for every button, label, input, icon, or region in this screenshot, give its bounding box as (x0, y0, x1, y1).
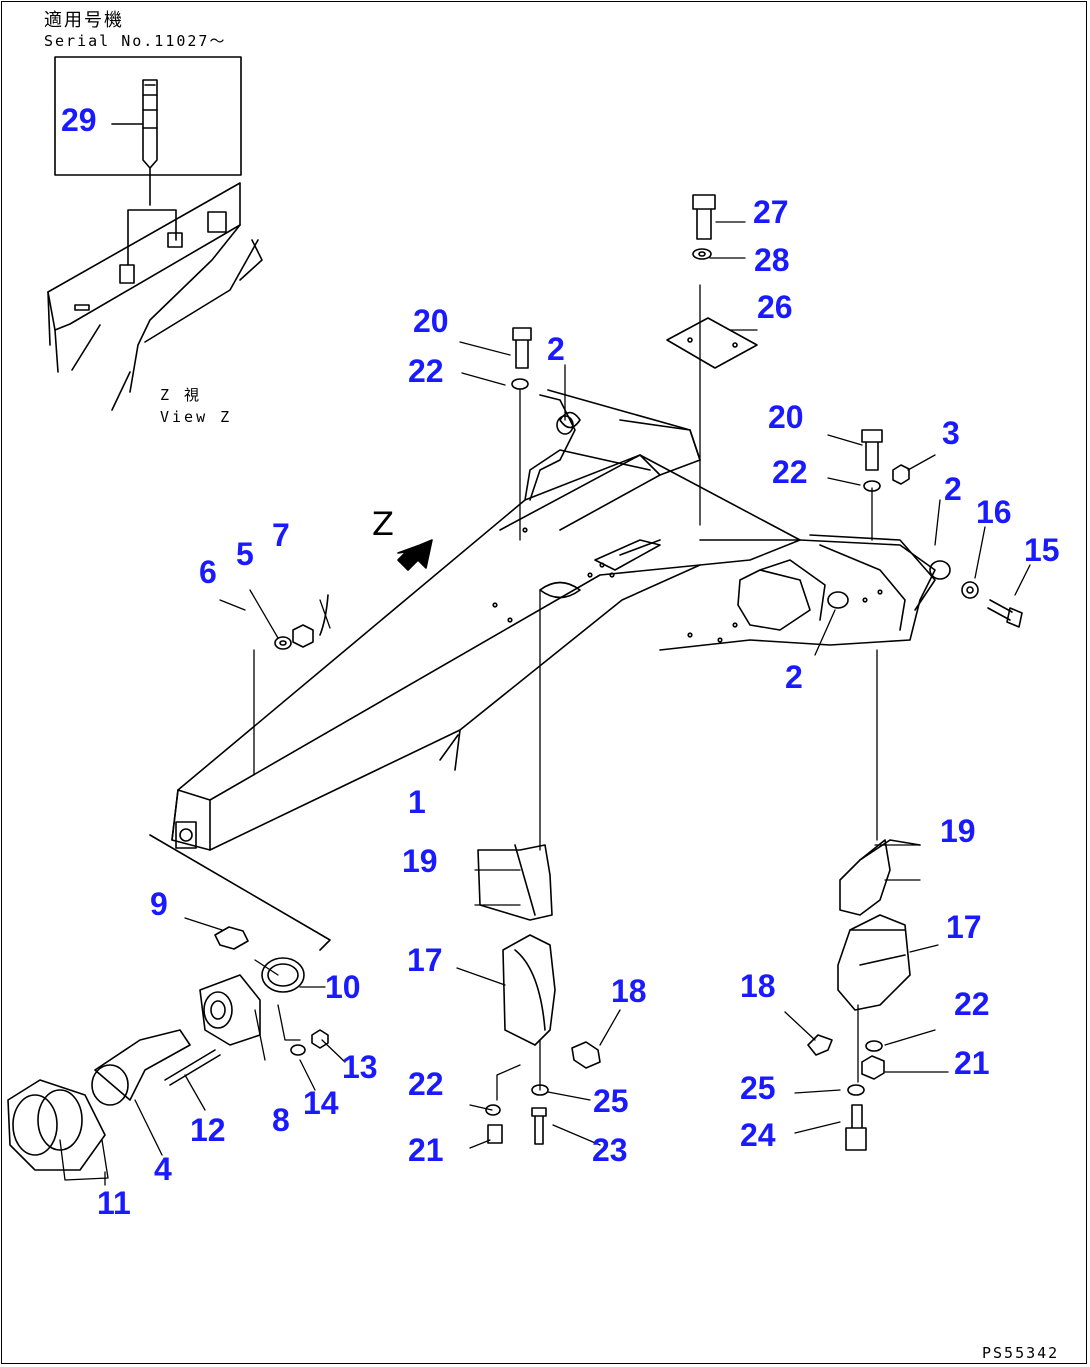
callout-28: 28 (754, 242, 790, 278)
callout-26: 26 (757, 289, 793, 325)
callout-2: 2 (547, 331, 565, 367)
callout-21: 21 (408, 1132, 444, 1168)
callout-8: 8 (272, 1102, 290, 1138)
leader-lines (60, 222, 1030, 1185)
callout-6: 6 (199, 554, 217, 590)
callout-17: 17 (946, 909, 982, 945)
callout-21: 21 (954, 1045, 990, 1081)
callout-2: 2 (944, 471, 962, 507)
callout-27: 27 (753, 194, 789, 230)
callout-20: 20 (768, 399, 804, 435)
callout-10: 10 (325, 969, 361, 1005)
callout-19: 19 (402, 843, 438, 879)
inset-box (55, 57, 241, 175)
callout-18: 18 (611, 973, 647, 1009)
drawing-code: PS55342 (982, 1344, 1060, 1362)
callout-23: 23 (592, 1132, 628, 1168)
bolts-and-washers (8, 195, 1022, 1170)
pin-29-drawing (112, 80, 176, 265)
callout-17: 17 (407, 942, 443, 978)
callout-14: 14 (303, 1085, 339, 1121)
callout-25: 25 (593, 1083, 629, 1119)
callout-3: 3 (942, 415, 960, 451)
callout-22: 22 (772, 454, 808, 490)
callout-22: 22 (954, 986, 990, 1022)
view-z-arrow (398, 540, 432, 570)
callout-19: 19 (940, 813, 976, 849)
callout-11: 11 (97, 1185, 131, 1221)
callout-29: 29 (61, 102, 97, 138)
callout-12: 12 (190, 1112, 226, 1148)
view-z-frame-detail (48, 183, 262, 410)
callout-13: 13 (342, 1049, 378, 1085)
view-label-jp: Z 視 (160, 386, 203, 404)
callout-16: 16 (976, 494, 1012, 530)
callout-9: 9 (150, 886, 168, 922)
callout-4: 4 (154, 1151, 172, 1187)
serial-label-jp: 適用号機 (44, 10, 124, 31)
view-arrow-letter: Z (372, 505, 394, 543)
callout-20: 20 (413, 303, 449, 339)
callout-5: 5 (236, 536, 254, 572)
callout-2: 2 (785, 659, 803, 695)
callout-22: 22 (408, 1066, 444, 1102)
callout-18: 18 (740, 968, 776, 1004)
serial-label-en: Serial No.11027～ (44, 32, 227, 50)
view-label-en: View Z (160, 408, 233, 426)
callout-25: 25 (740, 1070, 776, 1106)
callout-22: 22 (408, 353, 444, 389)
main-frame-1 (150, 390, 950, 950)
callout-7: 7 (272, 517, 290, 553)
callout-24: 24 (740, 1117, 776, 1153)
callout-15: 15 (1024, 532, 1060, 568)
callout-1: 1 (408, 784, 426, 820)
